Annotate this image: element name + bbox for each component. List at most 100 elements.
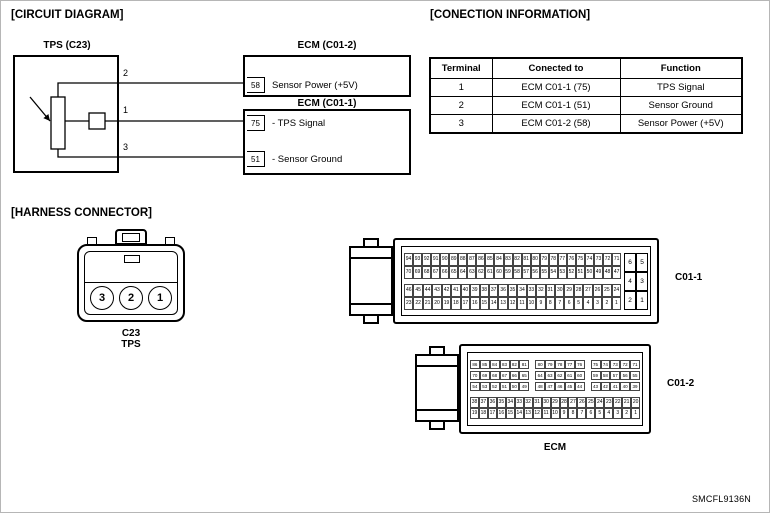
pin-cell: 32 [523,396,533,408]
pin-cell: 76 [566,252,576,266]
circuit-diagram-title: [CIRCUIT DIAGRAM] [11,9,124,21]
pin-cell: 63 [545,370,555,380]
pin-cell: 52 [566,265,576,279]
pin-cell: 12 [532,407,542,419]
pin-cell: 43 [590,381,601,391]
pin-cell: 48 [535,381,546,391]
pin-cell: 86 [470,359,480,369]
pin-cell: 69 [479,370,490,380]
pin-cell: 47 [612,265,622,279]
pin-cell: 8 [545,296,555,310]
pin-cell: 13 [498,296,508,310]
c23-pin-hole-2: 2 [119,286,143,310]
pin-cell: 83 [503,252,513,266]
pin-cell: 11 [517,296,527,310]
pin-cell: 41 [451,283,461,297]
pin-cell: 26 [577,396,587,408]
pin-cell: 23 [604,396,614,408]
pin-cell: 61 [564,370,575,380]
pin-cell: 94 [404,252,414,266]
wire-sensor-ground [57,149,244,158]
c23-caption-name: TPS [121,339,141,350]
pin-cell: 77 [564,359,575,369]
pin-cell: 34 [517,283,527,297]
table-header-cell: Terminal [429,57,493,79]
pin-cell: 62 [476,265,486,279]
pin-cell: 50 [584,265,594,279]
pin-cell: 18 [451,296,461,310]
pin-cell: 71 [612,252,622,266]
pin-75-terminal: 75 [247,115,265,131]
pin-cell: 16 [496,407,506,419]
pin-cell: 82 [512,252,522,266]
pin-cell: 81 [519,359,530,369]
table-header-cell: Function [619,57,743,79]
pin-cell: 32 [536,283,546,297]
pin-cell: 4 [583,296,593,310]
pin-cell: 62 [555,370,565,380]
wiper-arrow [29,96,51,122]
pin-cell: 48 [603,265,613,279]
pin-cell: 1 [611,296,622,310]
pin-cell: 54 [548,265,558,279]
pin-cell: 17 [460,296,471,310]
pin-cell: 53 [479,381,490,391]
c23-pin-hole-3: 3 [90,286,114,310]
pin-cell: 92 [422,252,432,266]
pin-cell: 74 [584,252,594,266]
pin-cell: 53 [557,265,567,279]
pin-cell: 27 [583,283,593,297]
pin-cell: 78 [555,359,565,369]
tps-box [13,55,119,173]
pin-cell: 67 [431,265,441,279]
side-cell: 1 [636,290,648,310]
c23-caption-code: C23 [121,328,141,339]
pin-cell: 28 [573,283,584,297]
pin-cell: 41 [610,381,621,391]
table-cell: ECM C01-2 (58) [491,114,621,134]
pin-cell: 21 [622,396,632,408]
pin-cell: 10 [550,407,560,419]
c01-2-label: C01-2 [667,378,695,389]
pin-cell: 14 [488,296,499,310]
pin-cell: 39 [470,283,480,297]
pin-cell: 51 [499,381,510,391]
pin-cell: 47 [545,381,555,391]
pin-cell: 73 [593,252,604,266]
pin-cell: 72 [603,252,613,266]
pin-cell: 89 [449,252,459,266]
c01-1-mount-bracket [349,246,393,316]
pin-cell: 34 [505,396,515,408]
pin-cell: 39 [630,381,640,391]
pin-cell: 45 [564,381,575,391]
c23-lock-tab-inner [122,233,140,242]
tps-connector-label: TPS (C23) [43,40,91,51]
pin-cell: 23 [404,296,414,310]
pin-cell: 10 [526,296,537,310]
side-cell: 5 [636,252,648,272]
pin-cell: 25 [586,396,596,408]
pin-cell: 21 [422,296,433,310]
table-header-cell: Conected to [491,57,621,79]
pin-58-terminal: 58 [247,77,265,93]
pin-cell: 22 [413,296,423,310]
wire-sensor-power [57,82,244,97]
side-cell: 6 [624,252,636,272]
pin-cell: 28 [559,396,569,408]
pin-cell: 72 [620,359,631,369]
pin-cell: 59 [590,370,601,380]
pin-cell: 18 [478,407,488,419]
c23-divider-line [85,282,177,283]
